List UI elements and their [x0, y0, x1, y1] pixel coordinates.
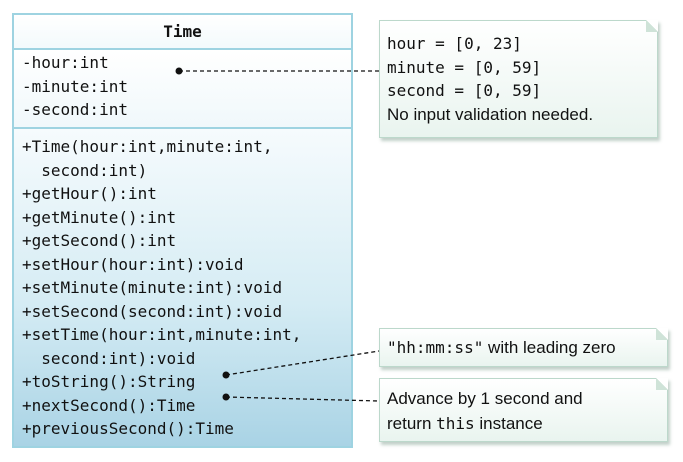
method-get-hour: +getHour():int [22, 184, 157, 203]
uml-class-box: Time -hour:int -minute:int -second:int +… [12, 13, 353, 448]
note-next-second: Advance by 1 second and return this inst… [379, 378, 668, 442]
note-return-word: return [387, 414, 437, 433]
method-set-time-cont: second:int):void [22, 348, 196, 368]
attributes-section: -hour:int -minute:int -second:int [14, 50, 351, 129]
note-instance-word: instance [474, 414, 543, 433]
note-to-string-text: "hh:mm:ss" with leading zero [387, 336, 616, 361]
connector-next-second [225, 396, 380, 402]
note-second-range: second = [0, 59] [387, 81, 542, 100]
connector-next-second-dot [222, 393, 230, 401]
note-validation: No input validation needed. [387, 105, 594, 124]
method-previous-second: +previousSecond():Time [22, 419, 234, 438]
note-fold-corner [656, 378, 668, 390]
note-leading-zero: with leading zero [483, 338, 616, 357]
methods-section: +Time(hour:int,minute:int, second:int) +… [14, 129, 351, 446]
method-set-time: +setTime(hour:int,minute:int, [22, 325, 302, 344]
note-minute-range: minute = [0, 59] [387, 57, 542, 77]
method-constructor: +Time(hour:int,minute:int, [22, 137, 273, 156]
class-name-section: Time [14, 15, 351, 50]
note-hour-range: hour = [0, 23] [387, 34, 522, 53]
class-name: Time [163, 22, 202, 41]
connector-to-string [225, 350, 380, 376]
method-get-second: +getSecond():int [22, 231, 177, 250]
method-set-minute: +setMinute(minute:int):void [22, 278, 283, 297]
connector-to-string-dot [222, 371, 230, 379]
note-to-string: "hh:mm:ss" with leading zero [379, 328, 668, 367]
note-next-second-line2: return this instance [387, 412, 543, 437]
method-constructor-cont: second:int) [22, 160, 148, 180]
attribute-minute: -minute:int [22, 76, 128, 96]
attribute-second: -second:int [22, 100, 128, 119]
method-to-string: +toString():String [22, 372, 196, 391]
note-fold-corner [646, 20, 658, 32]
method-next-second: +nextSecond():Time [22, 395, 196, 415]
note-this-keyword: this [436, 414, 475, 433]
attribute-hour: -hour:int [22, 53, 109, 72]
method-get-minute: +getMinute():int [22, 207, 177, 227]
note-attribute-ranges: hour = [0, 23] minute = [0, 59] second =… [379, 20, 658, 138]
method-set-second: +setSecond(second:int):void [22, 301, 283, 321]
note-fold-corner [656, 328, 668, 340]
connector-attributes-dot [175, 67, 183, 75]
note-next-second-line1: Advance by 1 second and [387, 389, 583, 408]
method-set-hour: +setHour(hour:int):void [22, 254, 244, 274]
note-format-string: "hh:mm:ss" [387, 338, 484, 357]
